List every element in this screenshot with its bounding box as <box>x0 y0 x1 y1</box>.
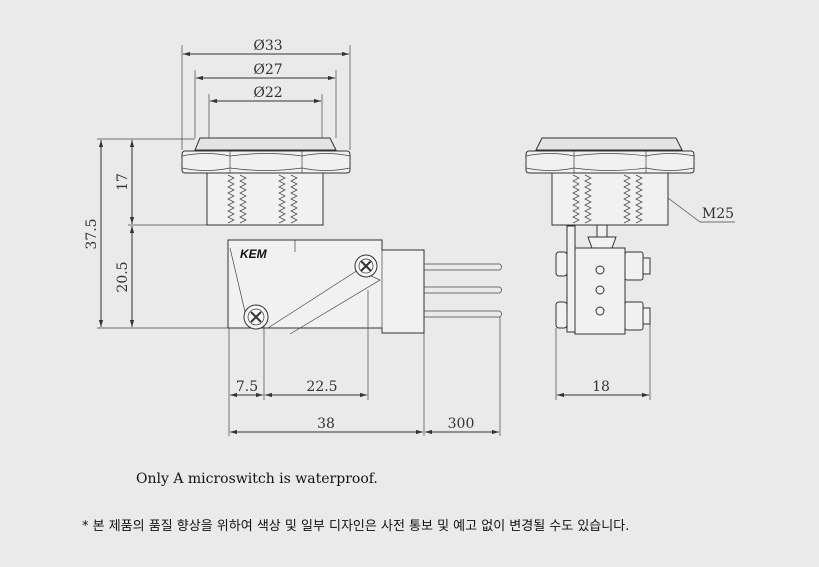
dim-diameter-22: Ø22 <box>253 85 282 101</box>
dim-height-20-5: 20.5 <box>115 261 131 292</box>
dim-height-37-5: 37.5 <box>84 218 100 249</box>
waterproof-caption: Only A microswitch is waterproof. <box>136 471 378 487</box>
side-cap <box>535 137 683 151</box>
brand-logo: KEM <box>240 247 268 261</box>
front-hex-nut <box>181 150 351 174</box>
front-threaded-body <box>206 172 324 226</box>
screw-icon-upper <box>354 254 378 278</box>
dim-width-22-5: 22.5 <box>306 379 337 395</box>
thread-hatch <box>572 174 580 224</box>
korean-notice: * 본 제품의 품질 향상을 위하여 색상 및 일부 디자인은 사전 통보 및 … <box>82 519 630 534</box>
dim-diameter-33: Ø33 <box>253 38 282 54</box>
dim-width-38: 38 <box>317 416 335 432</box>
screw-icon-lower <box>243 304 269 330</box>
thread-label-m25: M25 <box>702 206 734 222</box>
thread-hatch <box>239 174 247 224</box>
dim-width-7-5: 7.5 <box>236 379 258 395</box>
dim-width-18: 18 <box>592 379 610 395</box>
dim-diameter-27: Ø27 <box>253 62 282 78</box>
thread-hatch <box>227 174 235 224</box>
thread-hatch <box>584 174 592 224</box>
front-dimensions: Ø33 Ø27 Ø22 37.5 17 20.5 7.5 22.5 38 300 <box>84 38 501 436</box>
thread-hatch <box>278 174 286 224</box>
thread-hatch <box>635 174 643 224</box>
thread-hatch <box>290 174 298 224</box>
front-cap <box>194 137 337 151</box>
dim-length-300: 300 <box>448 416 475 432</box>
side-threaded-body <box>551 172 669 226</box>
thread-hatch <box>623 174 631 224</box>
side-plunger <box>587 224 617 249</box>
wire-leads <box>424 263 502 318</box>
side-hex-nut <box>525 150 695 174</box>
side-switch-body <box>555 225 651 335</box>
dim-height-17: 17 <box>115 173 131 191</box>
front-view: KEM <box>181 137 502 335</box>
side-view: M25 18 <box>525 137 735 400</box>
